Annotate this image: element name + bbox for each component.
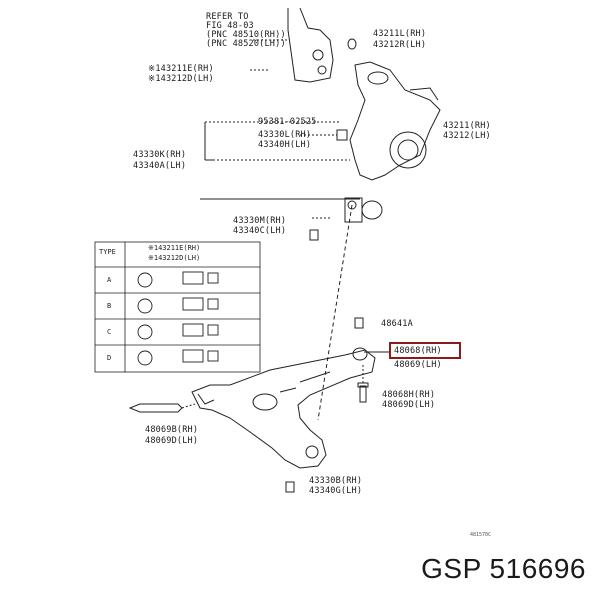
figure-ref-code: 481570C [470,532,492,538]
part-43212r-lh: 43212R(LH) [373,40,427,50]
part-48068-rh: 48068(RH) [394,346,442,356]
part-95381: 95381-02525 [258,117,317,127]
part-48069d-lh-2: 48069D(LH) [145,436,199,446]
steering-knuckle-outline [349,61,441,181]
table-row-a: A [107,276,112,284]
highlight-box [389,342,461,359]
part-143212d-lh: ※143212D(LH) [148,74,214,84]
part-43340c-lh: 43340C(LH) [233,226,287,236]
part-43330l-rh: 43330L(RH) [258,130,312,140]
strut-bracket-outline [287,7,334,83]
table-row-c: C [107,328,112,336]
table-header-part-lh: ※143212D(LH) [148,254,201,262]
table-row-d: D [107,354,112,362]
part-43330k-rh: 43330K(RH) [133,150,187,160]
refer-to-label-4: (PNC 48520(LH)) [206,39,286,49]
brand-part-number: GSP 516696 [421,553,586,584]
part-48641a: 48641A [381,319,413,329]
part-43211l-rh: 43211L(RH) [373,29,427,39]
part-143211e-rh: ※143211E(RH) [148,64,214,74]
part-43340a-lh: 43340A(LH) [133,161,187,171]
part-43340g-lh: 43340G(LH) [309,486,363,496]
part-43211-rh: 43211(RH) [443,121,491,131]
part-48069b-rh: 48069B(RH) [145,425,199,435]
refer-to-label-2: FIG 48-03 [206,21,254,31]
part-43212-lh: 43212(LH) [443,131,491,141]
part-48069d-lh: 48069D(LH) [382,400,436,410]
table-header-part-rh: ※143211E(RH) [148,244,201,252]
part-43330m-rh: 43330M(RH) [233,216,287,226]
part-43340h-lh: 43340H(LH) [258,140,312,150]
table-header-type: TYPE [99,248,116,256]
part-48069-lh: 48069(LH) [394,360,442,370]
part-43330b-rh: 43330B(RH) [309,476,363,486]
table-row-b: B [107,302,112,310]
refer-to-label-1: REFER TO [206,12,249,22]
part-48068h-rh: 48068H(RH) [382,390,436,400]
refer-to-label-3: (PNC 48510(RH)) [206,30,286,40]
lower-control-arm-outline [191,349,376,469]
